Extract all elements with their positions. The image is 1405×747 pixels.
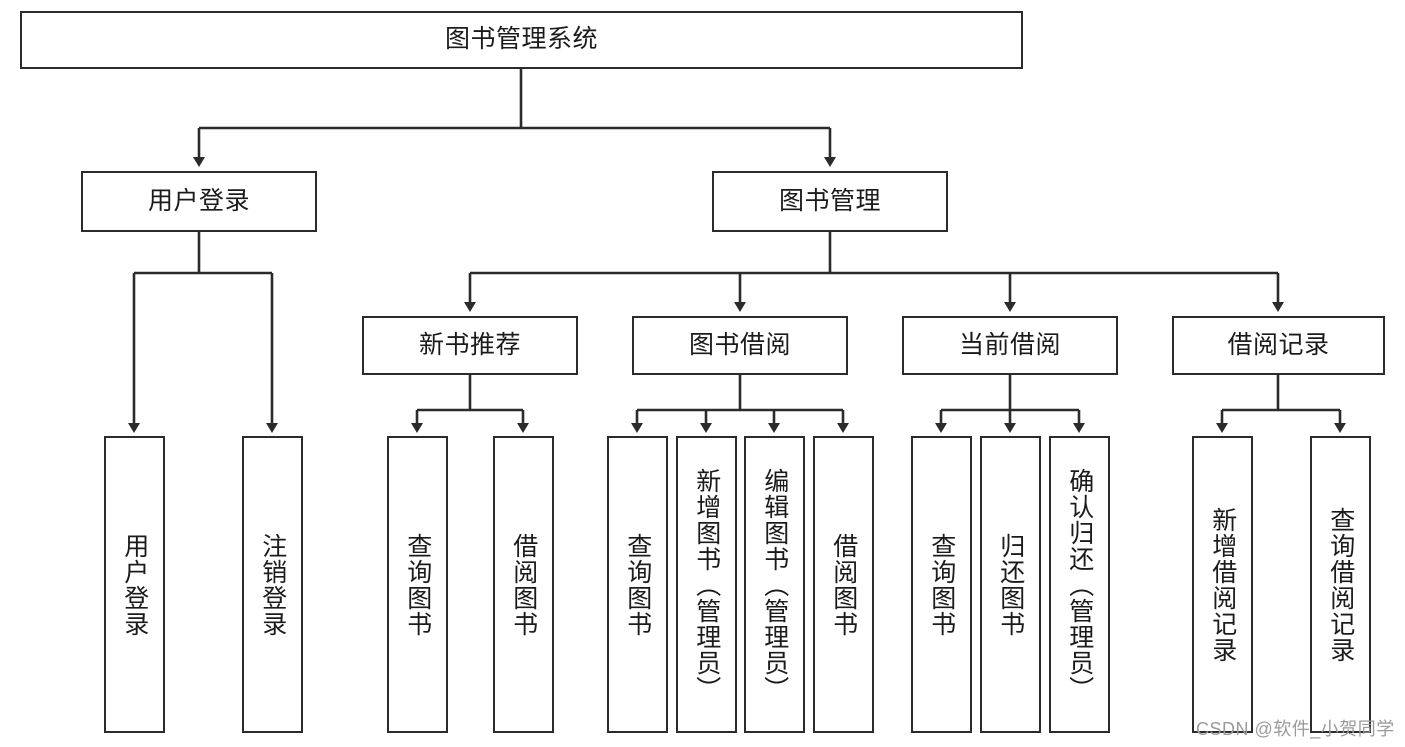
node-borrow-record[interactable]: 借阅记录 [1172,316,1385,375]
watermark-text: CSDN @软件_小贺同学 [1196,719,1395,739]
node-root-system[interactable]: 图书管理系统 [20,11,1023,69]
leaf-user-login-logout[interactable]: 注销登录 [242,436,303,733]
node-label: 查询借阅记录 [1326,506,1355,663]
node-label: 确认归还（管理员） [1065,467,1094,702]
leaf-borrow-record-add-record[interactable]: 新增借阅记录 [1192,436,1253,733]
leaf-current-borrow-query-book[interactable]: 查询图书 [911,436,972,733]
node-label: 借阅图书 [509,532,538,637]
node-label: 归还图书 [996,532,1025,637]
node-label: 图书借阅 [688,330,791,359]
node-label: 借阅记录 [1227,330,1330,359]
leaf-book-borrow-edit-book[interactable]: 编辑图书（管理员） [744,436,805,733]
node-label: 新增借阅记录 [1208,506,1237,663]
leaf-book-borrow-query-book[interactable]: 查询图书 [607,436,668,733]
node-current-borrow[interactable]: 当前借阅 [902,316,1118,375]
csdn-watermark: CSDN @软件_小贺同学 [1196,715,1395,741]
leaf-current-borrow-confirm-return[interactable]: 确认归还（管理员） [1049,436,1110,733]
node-label: 新书推荐 [418,330,521,359]
node-new-book-recommend[interactable]: 新书推荐 [362,316,578,375]
leaf-book-borrow-borrow-book[interactable]: 借阅图书 [813,436,874,733]
node-label: 查询图书 [403,532,432,637]
node-user-login[interactable]: 用户登录 [81,171,317,232]
leaf-book-borrow-add-book[interactable]: 新增图书（管理员） [676,436,737,733]
leaf-user-login-login[interactable]: 用户登录 [104,436,165,733]
node-label: 查询图书 [927,532,956,637]
node-label: 用户登录 [120,532,149,637]
node-label: 查询图书 [623,532,652,637]
node-label: 新增图书（管理员） [692,467,721,702]
node-label: 编辑图书（管理员） [760,467,789,702]
leaf-current-borrow-return-book[interactable]: 归还图书 [980,436,1041,733]
node-label: 图书管理 [778,186,881,215]
leaf-new-book-borrow-book[interactable]: 借阅图书 [493,436,554,733]
leaf-new-book-query-book[interactable]: 查询图书 [387,436,448,733]
node-label: 借阅图书 [829,532,858,637]
node-label: 当前借阅 [958,330,1061,359]
node-book-borrow[interactable]: 图书借阅 [632,316,848,375]
node-label: 注销登录 [258,532,287,637]
node-book-management[interactable]: 图书管理 [712,171,948,232]
node-label: 图书管理系统 [444,25,598,54]
node-label: 用户登录 [147,186,250,215]
leaf-borrow-record-query-record[interactable]: 查询借阅记录 [1310,436,1371,733]
